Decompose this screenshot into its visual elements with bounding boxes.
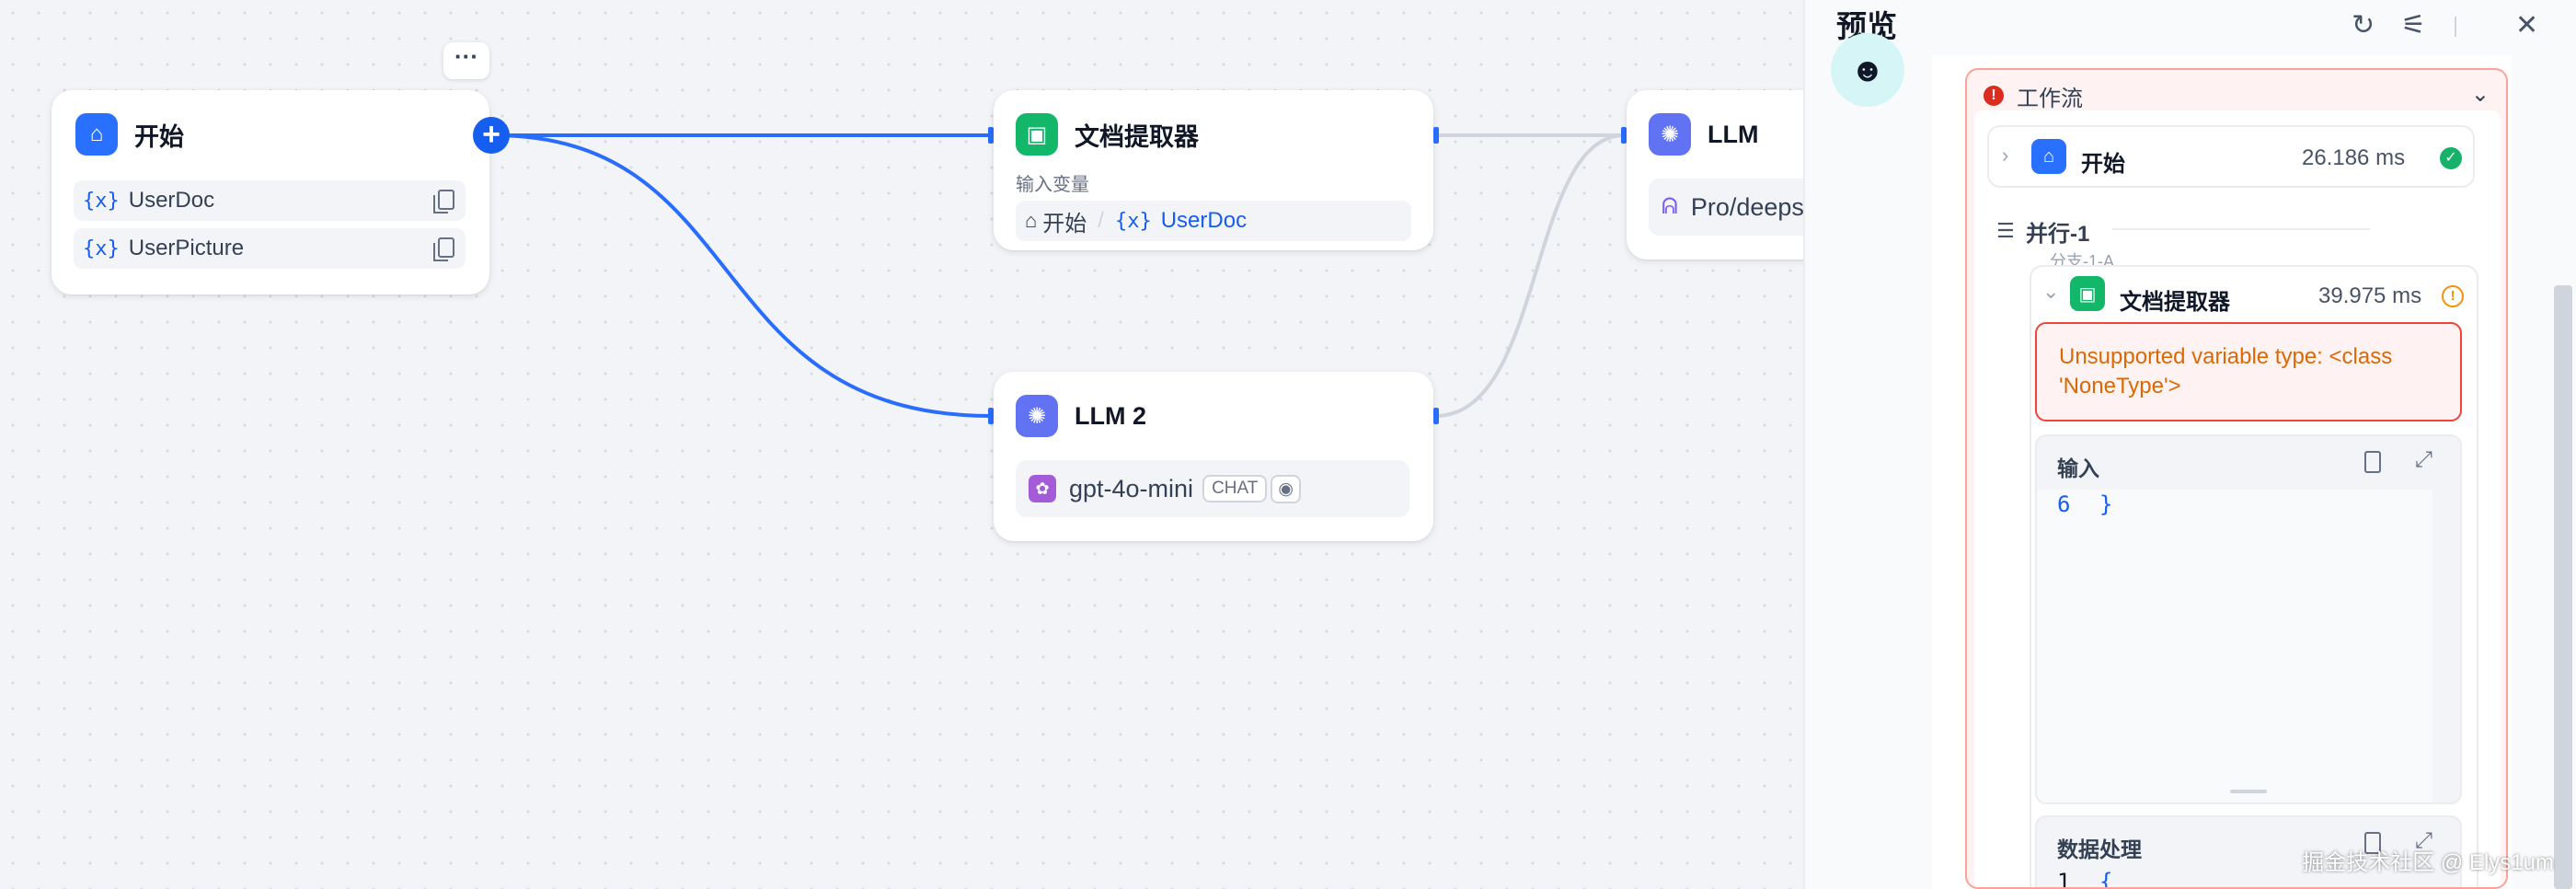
error-message: Unsupported variable type: <class 'NoneT… <box>2035 322 2462 421</box>
bot-avatar: ☻ <box>1831 33 1904 107</box>
expand-icon[interactable]: ⤢ <box>2414 447 2432 472</box>
start-node[interactable]: ⌂ 开始 {x} UserDoc {x} UserPicture <box>52 90 489 294</box>
source-node-name: 开始 <box>1042 211 1087 237</box>
input-variable-ref[interactable]: ⌂ 开始 / {x} UserDoc <box>1016 201 1411 241</box>
chevron-right-icon[interactable]: › <box>2002 144 2009 167</box>
document-icon: ▣ <box>1016 113 1058 156</box>
trace-list: › ⌂ 开始 26.186 ms ✓ ☰ 并行-1 分支-1-A ⌄ ▣ 文档提… <box>1974 110 2501 889</box>
trace-title: 文档提取器 <box>2120 290 2230 315</box>
path-separator: / <box>1098 208 1104 233</box>
parallel-title: 并行-1 <box>2026 222 2090 247</box>
line-number: 6 <box>2057 491 2071 517</box>
watermark: 掘金技术社区 @ Elys1um <box>2302 850 2554 875</box>
line-number: 1 <box>2057 869 2071 889</box>
document-icon: ▣ <box>2070 276 2105 311</box>
chevron-down-icon[interactable]: ⌄ <box>2470 82 2490 107</box>
trace-title: 开始 <box>2081 152 2125 177</box>
variable-icon: {x} <box>83 237 120 260</box>
workflow-process: ! 工作流 ⌄ › ⌂ 开始 26.186 ms ✓ ☰ 并行-1 分支-1-A… <box>1965 68 2508 889</box>
copy-icon[interactable] <box>2364 451 2381 473</box>
model-name: gpt-4o-mini <box>1069 474 1194 502</box>
trace-time: 26.186 ms <box>2302 145 2406 170</box>
brain-icon: ✺ <box>1016 395 1058 437</box>
openai-icon: ✿ <box>1029 475 1056 502</box>
divider <box>2112 228 2370 230</box>
variable-name: UserDoc <box>128 188 215 213</box>
home-icon: ⌂ <box>1025 209 1038 232</box>
chevron-down-icon[interactable]: ⌄ <box>2042 280 2060 303</box>
copy-icon[interactable] <box>433 237 454 261</box>
trace-start[interactable]: › ⌂ 开始 26.186 ms ✓ <box>1987 125 2475 188</box>
workflow-canvas[interactable]: ··· ⌂ 开始 {x} UserDoc {x} UserPicture + ▣… <box>0 0 1803 889</box>
source-handle[interactable] <box>1433 127 1439 144</box>
start-variable-row[interactable]: {x} UserDoc <box>74 180 466 221</box>
copy-icon[interactable] <box>2364 832 2381 854</box>
home-icon: ⌂ <box>75 113 118 156</box>
edges-layer <box>492 133 1626 418</box>
copy-icon[interactable] <box>433 190 454 214</box>
target-handle[interactable] <box>988 408 994 424</box>
refresh-icon[interactable]: ↻ <box>2352 10 2375 40</box>
workflow-header[interactable]: ! 工作流 <box>1984 70 2083 121</box>
model-selector[interactable]: ✿ gpt-4o-mini CHAT ◉ <box>1016 460 1409 517</box>
doc-extractor-title: 文档提取器 <box>1075 122 1199 151</box>
divider <box>2455 17 2456 37</box>
variable-icon: {x} <box>1114 209 1152 233</box>
start-variable-row[interactable]: {x} UserPicture <box>74 228 466 269</box>
input-label: 输入 <box>2057 456 2099 480</box>
error-icon: ! <box>1984 86 2004 106</box>
code-text: } <box>2099 491 2113 517</box>
code-text: { <box>2099 869 2113 889</box>
scrollbar[interactable] <box>2554 285 2572 889</box>
edge-llm2-llm[interactable] <box>1434 133 1626 418</box>
close-icon[interactable]: ✕ <box>2515 10 2539 40</box>
llm-title: LLM <box>1708 120 1759 148</box>
deepseek-icon: ᕱ <box>1662 194 1678 219</box>
settings-sliders-icon[interactable]: ⚟ <box>2401 10 2426 40</box>
workflow-label: 工作流 <box>2017 86 2083 111</box>
preview-panel: 预览 ↻ ⚟ ✕ ☻ ! 工作流 ⌄ › ⌂ 开始 26.186 ms ✓ ☰ … <box>1803 0 2576 889</box>
processing-label: 数据处理 <box>2057 837 2142 861</box>
input-variable-label: 输入变量 <box>1016 175 1089 195</box>
expand-icon[interactable]: ⤢ <box>2414 828 2432 853</box>
warning-icon: ! <box>2442 285 2464 307</box>
variable-name: UserPicture <box>128 236 245 260</box>
input-box: 输入 ⤢ 6 } <box>2035 434 2462 804</box>
llm2-node[interactable]: ✺ LLM 2 ✿ gpt-4o-mini CHAT ◉ <box>994 372 1433 541</box>
eye-icon: ◉ <box>1271 474 1301 503</box>
brain-icon: ✺ <box>1649 113 1691 156</box>
llm-node[interactable]: ✺ LLM ᕱ Pro/deepseek-ai/De <box>1627 90 1803 260</box>
target-handle[interactable] <box>988 127 994 144</box>
success-icon: ✓ <box>2440 147 2462 169</box>
model-name: Pro/deepseek-ai/De <box>1690 192 1803 221</box>
trace-time: 39.975 ms <box>2318 283 2422 308</box>
model-selector[interactable]: ᕱ Pro/deepseek-ai/De <box>1649 179 1803 236</box>
node-more-button[interactable]: ··· <box>443 42 489 79</box>
home-icon: ⌂ <box>2031 139 2066 174</box>
variable-name: UserDoc <box>1160 208 1248 233</box>
model-mode-tag: CHAT <box>1202 475 1268 502</box>
source-handle[interactable] <box>1433 408 1439 424</box>
start-node-title: 开始 <box>134 122 184 151</box>
target-handle[interactable] <box>1621 127 1627 144</box>
trace-doc-extractor[interactable]: ⌄ ▣ 文档提取器 39.975 ms ! Unsupported variab… <box>2030 265 2478 889</box>
resize-handle[interactable] <box>2230 790 2267 793</box>
add-node-button[interactable]: + <box>473 117 510 154</box>
doc-extractor-node[interactable]: ▣ 文档提取器 输入变量 ⌂ 开始 / {x} UserDoc <box>994 90 1433 250</box>
parallel-icon: ☰ <box>1996 219 2015 242</box>
edge-start-llm2[interactable] <box>492 133 993 418</box>
variable-icon: {x} <box>83 189 120 213</box>
llm2-title: LLM 2 <box>1075 401 1146 430</box>
processing-box: 数据处理 ⤢ 1 { <box>2035 815 2462 889</box>
